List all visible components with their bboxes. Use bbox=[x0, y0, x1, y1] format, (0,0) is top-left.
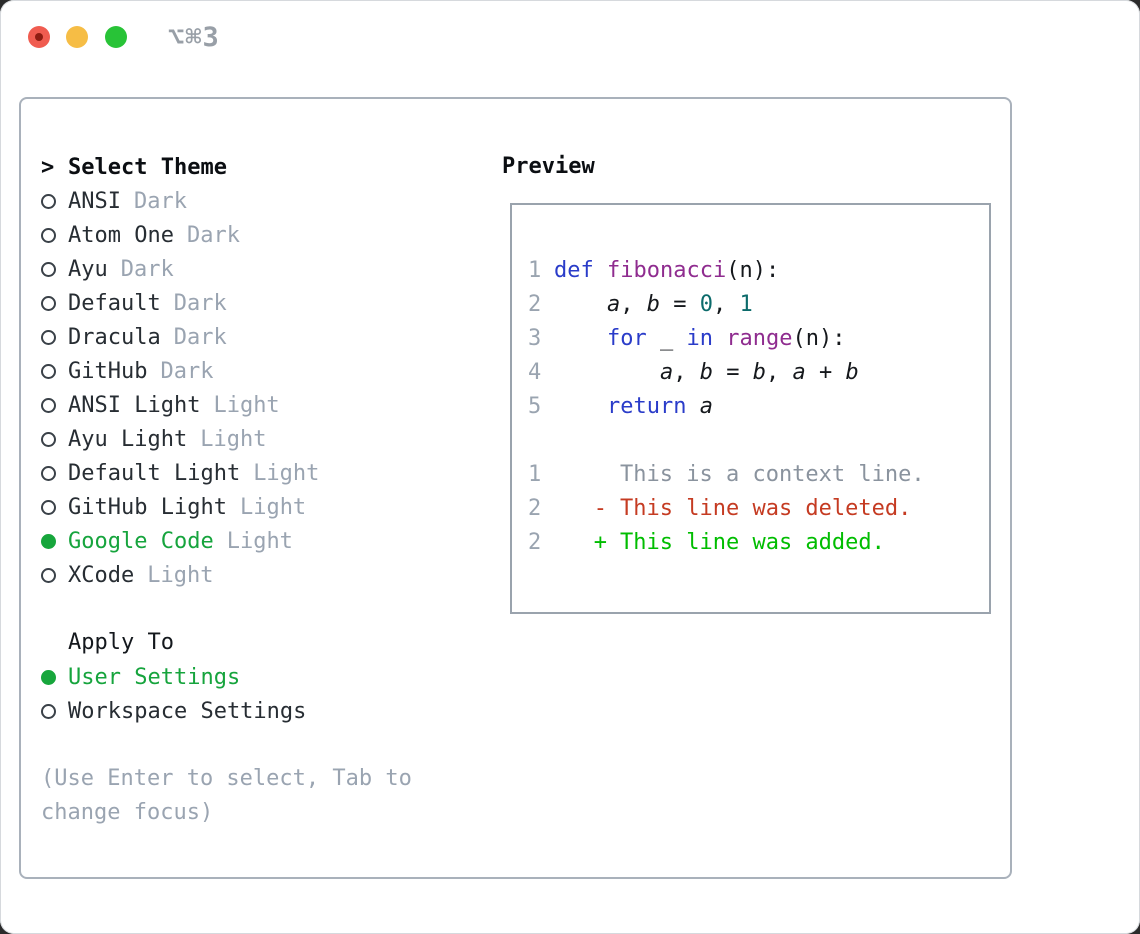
theme-variant: Dark bbox=[133, 188, 187, 214]
theme-name: ANSI bbox=[68, 188, 121, 214]
select-theme-title: Select Theme bbox=[68, 154, 227, 180]
radio-icon bbox=[41, 227, 68, 243]
radio-icon bbox=[41, 567, 68, 583]
theme-variant: Light bbox=[147, 562, 214, 588]
code-text: a, b = b, a + b bbox=[659, 360, 859, 385]
theme-list-item[interactable]: Atom One Dark bbox=[41, 218, 481, 252]
radio-icon bbox=[41, 397, 68, 413]
theme-name: Atom One bbox=[68, 222, 174, 248]
theme-name: Ayu Light bbox=[68, 426, 188, 452]
diff-marker: + bbox=[593, 530, 607, 555]
theme-name: Default Light bbox=[68, 460, 241, 486]
theme-variant: Light bbox=[226, 528, 293, 554]
radio-icon bbox=[41, 193, 68, 209]
theme-name: GitHub bbox=[68, 358, 148, 384]
theme-list-item[interactable]: Dracula Dark bbox=[41, 320, 481, 354]
apply-to-label: User Settings bbox=[68, 664, 241, 690]
diff-marker: - bbox=[593, 496, 607, 521]
line-number: 5 bbox=[528, 394, 542, 419]
diff-text: This is a context line. bbox=[620, 462, 925, 487]
theme-variant: Dark bbox=[173, 324, 227, 350]
theme-variant: Light bbox=[213, 392, 280, 418]
radio-icon bbox=[41, 431, 68, 447]
cursor-prefix: > bbox=[41, 154, 55, 180]
code-text: return a bbox=[606, 394, 713, 419]
theme-variant: Dark bbox=[173, 290, 227, 316]
code-text: a, b = 0, 1 bbox=[606, 292, 753, 317]
theme-list-item[interactable]: GitHub Dark bbox=[41, 354, 481, 388]
code-line: 5 return a bbox=[512, 390, 989, 424]
radio-icon bbox=[41, 533, 68, 549]
radio-icon bbox=[41, 363, 68, 379]
radio-icon bbox=[41, 295, 68, 311]
apply-to-list: User Settings Workspace Settings bbox=[41, 660, 481, 728]
preview-title: Preview bbox=[502, 154, 595, 179]
code-line: 2 a, b = 0, 1 bbox=[512, 288, 989, 322]
theme-variant: Light bbox=[253, 460, 320, 486]
window-titlebar: ⌥⌘3 bbox=[0, 0, 1140, 74]
line-number: 3 bbox=[528, 326, 542, 351]
theme-list-item[interactable]: Default Light Light bbox=[41, 456, 481, 490]
line-number: 1 bbox=[528, 258, 542, 283]
close-button[interactable] bbox=[28, 26, 50, 48]
theme-list: ANSI Dark Atom One Dark Ayu Dark Default… bbox=[41, 184, 481, 592]
apply-to-header: Apply To bbox=[68, 630, 174, 655]
diff-text: This line was deleted. bbox=[620, 496, 912, 521]
theme-variant: Dark bbox=[160, 358, 214, 384]
theme-name: XCode bbox=[68, 562, 135, 588]
diff-line: 2 + This line was added. bbox=[512, 526, 989, 560]
apply-to-label: Workspace Settings bbox=[68, 698, 307, 724]
code-line: 3 for _ in range(n): bbox=[512, 322, 989, 356]
theme-list-item[interactable]: ANSI Light Light bbox=[41, 388, 481, 422]
theme-variant: Light bbox=[239, 494, 307, 520]
radio-icon bbox=[41, 261, 68, 277]
line-number: 2 bbox=[528, 496, 542, 521]
zoom-button[interactable] bbox=[105, 26, 127, 48]
theme-variant: Light bbox=[200, 426, 267, 452]
theme-name: Google Code bbox=[68, 528, 214, 554]
diff-marker bbox=[554, 458, 620, 492]
theme-list-item[interactable]: Ayu Dark bbox=[41, 252, 481, 286]
line-number: 4 bbox=[528, 360, 542, 385]
theme-name: GitHub Light bbox=[68, 494, 227, 520]
diff-line: 2 - This line was deleted. bbox=[512, 492, 989, 526]
apply-to-section: Apply To User Settings Workspace Setting… bbox=[41, 626, 481, 728]
radio-icon bbox=[41, 329, 68, 345]
apply-to-option[interactable]: User Settings bbox=[41, 660, 481, 694]
apply-to-option[interactable]: Workspace Settings bbox=[41, 694, 481, 728]
code-line: 1 def fibonacci(n): bbox=[512, 254, 989, 288]
line-number: 2 bbox=[528, 292, 542, 317]
code-line: 4 a, b = b, a + b bbox=[512, 356, 989, 390]
theme-variant: Dark bbox=[120, 256, 174, 282]
theme-name: Default bbox=[68, 290, 161, 316]
theme-name: ANSI Light bbox=[68, 392, 201, 418]
minimize-button[interactable] bbox=[66, 26, 88, 48]
theme-list-item[interactable]: Ayu Light Light bbox=[41, 422, 481, 456]
theme-variant: Dark bbox=[186, 222, 240, 248]
code-preview: 1 def fibonacci(n): 2 a, b = 0, 1 3 for … bbox=[512, 254, 989, 560]
line-number: 2 bbox=[528, 530, 542, 555]
theme-list-item[interactable]: Google Code Light bbox=[41, 524, 481, 558]
theme-list-item[interactable]: XCode Light bbox=[41, 558, 481, 592]
window-title: ⌥⌘3 bbox=[168, 22, 220, 53]
diff-text: This line was added. bbox=[620, 530, 885, 555]
radio-icon bbox=[41, 669, 68, 685]
code-text: for _ in range(n): bbox=[606, 326, 846, 351]
radio-icon bbox=[41, 465, 68, 481]
theme-sidebar: > Select Theme ANSI Dark Atom One Dark A… bbox=[41, 150, 481, 830]
diff-line: 1 This is a context line. bbox=[512, 458, 989, 492]
line-number: 1 bbox=[528, 462, 542, 487]
radio-icon bbox=[41, 703, 68, 719]
radio-icon bbox=[41, 499, 68, 515]
main-panel: > Select Theme ANSI Dark Atom One Dark A… bbox=[19, 97, 1012, 879]
theme-name: Ayu bbox=[68, 256, 108, 282]
preview-pane: 1 def fibonacci(n): 2 a, b = 0, 1 3 for … bbox=[510, 203, 991, 614]
help-text: (Use Enter to select, Tab to change focu… bbox=[41, 766, 412, 825]
theme-name: Dracula bbox=[68, 324, 161, 350]
code-text: def fibonacci(n): bbox=[554, 258, 780, 283]
theme-list-item[interactable]: ANSI Dark bbox=[41, 184, 481, 218]
select-theme-header: > Select Theme bbox=[41, 150, 481, 184]
theme-list-item[interactable]: Default Dark bbox=[41, 286, 481, 320]
theme-list-item[interactable]: GitHub Light Light bbox=[41, 490, 481, 524]
